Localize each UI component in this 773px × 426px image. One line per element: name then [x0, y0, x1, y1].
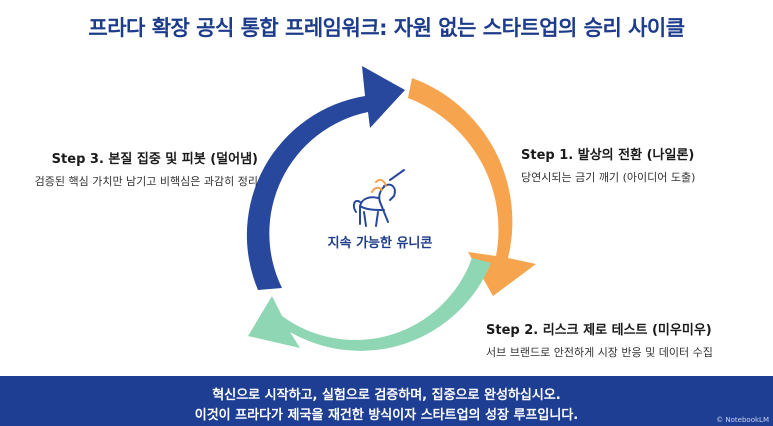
step-1-name: Step 1. 발상의 전환 (나일론) [521, 148, 695, 163]
step-2-name: Step 2. 리스크 제로 테스트 (미우미우) [486, 323, 712, 338]
unicorn-icon [352, 169, 405, 227]
step-1-block: Step 1. 발상의 전환 (나일론) 당연시되는 금기 깨기 (아이디어 도… [521, 144, 695, 185]
footer-line-1: 혁신으로 시작하고, 실험으로 검증하며, 집중으로 완성하십시오. [212, 388, 561, 403]
footer-line-2: 이것이 프라다가 제국을 재건한 방식이자 스타트업의 성장 루프입니다. [194, 408, 579, 423]
footer-banner: 혁신으로 시작하고, 실험으로 검증하며, 집중으로 완성하십시오. 이것이 프… [0, 376, 773, 426]
cycle-diagram [246, 66, 536, 351]
step-1-desc: 당연시되는 금기 깨기 (아이디어 도출) [521, 171, 696, 184]
watermark: © NotebookLM [716, 416, 769, 424]
step-3-desc: 검증된 핵심 가치만 남기고 비핵심은 과감히 정리 [34, 175, 258, 188]
step-2-block: Step 2. 리스크 제로 테스트 (미우미우) 서브 브랜드로 안전하게 시… [486, 319, 713, 360]
cycle-arrow-step1 [408, 78, 536, 296]
step-3-name: Step 3. 본질 집중 및 피봇 (덜어냄) [51, 152, 258, 167]
page-title: 프라다 확장 공식 통합 프레임워크: 자원 없는 스타트업의 승리 사이클 [88, 16, 685, 40]
center-label: 지속 가능한 유니콘 [327, 236, 433, 251]
cycle-arrow-step3 [246, 66, 405, 290]
step-2-desc: 서브 브랜드로 안전하게 시장 반응 및 데이터 수집 [486, 346, 713, 359]
step-3-block: Step 3. 본질 집중 및 피봇 (덜어냄) 검증된 핵심 가치만 남기고 … [28, 148, 258, 189]
cycle-arrow-step2 [248, 258, 491, 351]
